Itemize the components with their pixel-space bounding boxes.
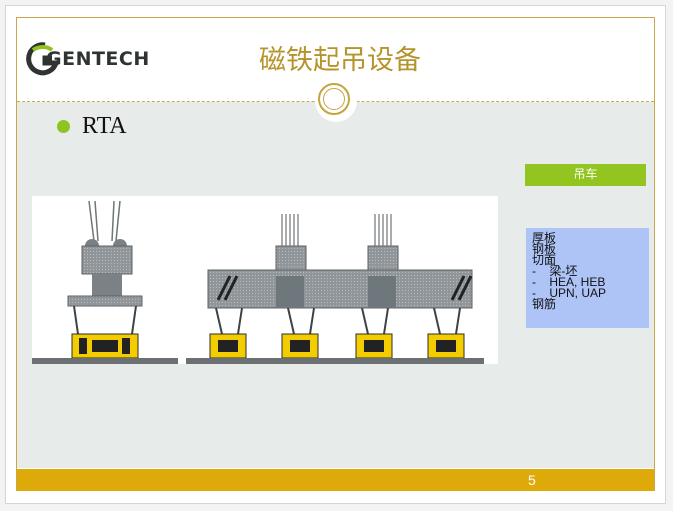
logo-g-mark (26, 42, 60, 76)
tag-crane: 吊车 (525, 164, 646, 186)
slide-title: 磁铁起吊设备 (259, 45, 421, 76)
application-item: 钢筋 (532, 297, 557, 311)
ring-ornament-inner (323, 88, 345, 110)
application-item: - 梁-坯 (532, 264, 578, 278)
bullet-dot (57, 120, 70, 133)
lifting-magnet-illustration (32, 196, 498, 364)
application-item: 切面 (532, 253, 557, 267)
single-magnet-unit (32, 200, 178, 364)
gentech-logo (26, 42, 60, 76)
footer-bar (17, 469, 654, 491)
application-item: 厚板 (532, 231, 557, 245)
application-item: 钢板 (532, 242, 557, 256)
bullet-text: RTA (82, 113, 127, 139)
ring-ornament (318, 83, 350, 115)
application-item: - HEA, HEB (532, 275, 606, 289)
application-item: - UPN, UAP (532, 286, 607, 300)
logo-text: GENTECH (46, 48, 150, 70)
page-number: 5 (528, 472, 536, 488)
beam-magnet-unit (186, 214, 484, 364)
applications-box: 厚板 钢板 切面 - 梁-坯 - HEA, HEB - UPN, UAP 钢筋 (526, 228, 649, 328)
